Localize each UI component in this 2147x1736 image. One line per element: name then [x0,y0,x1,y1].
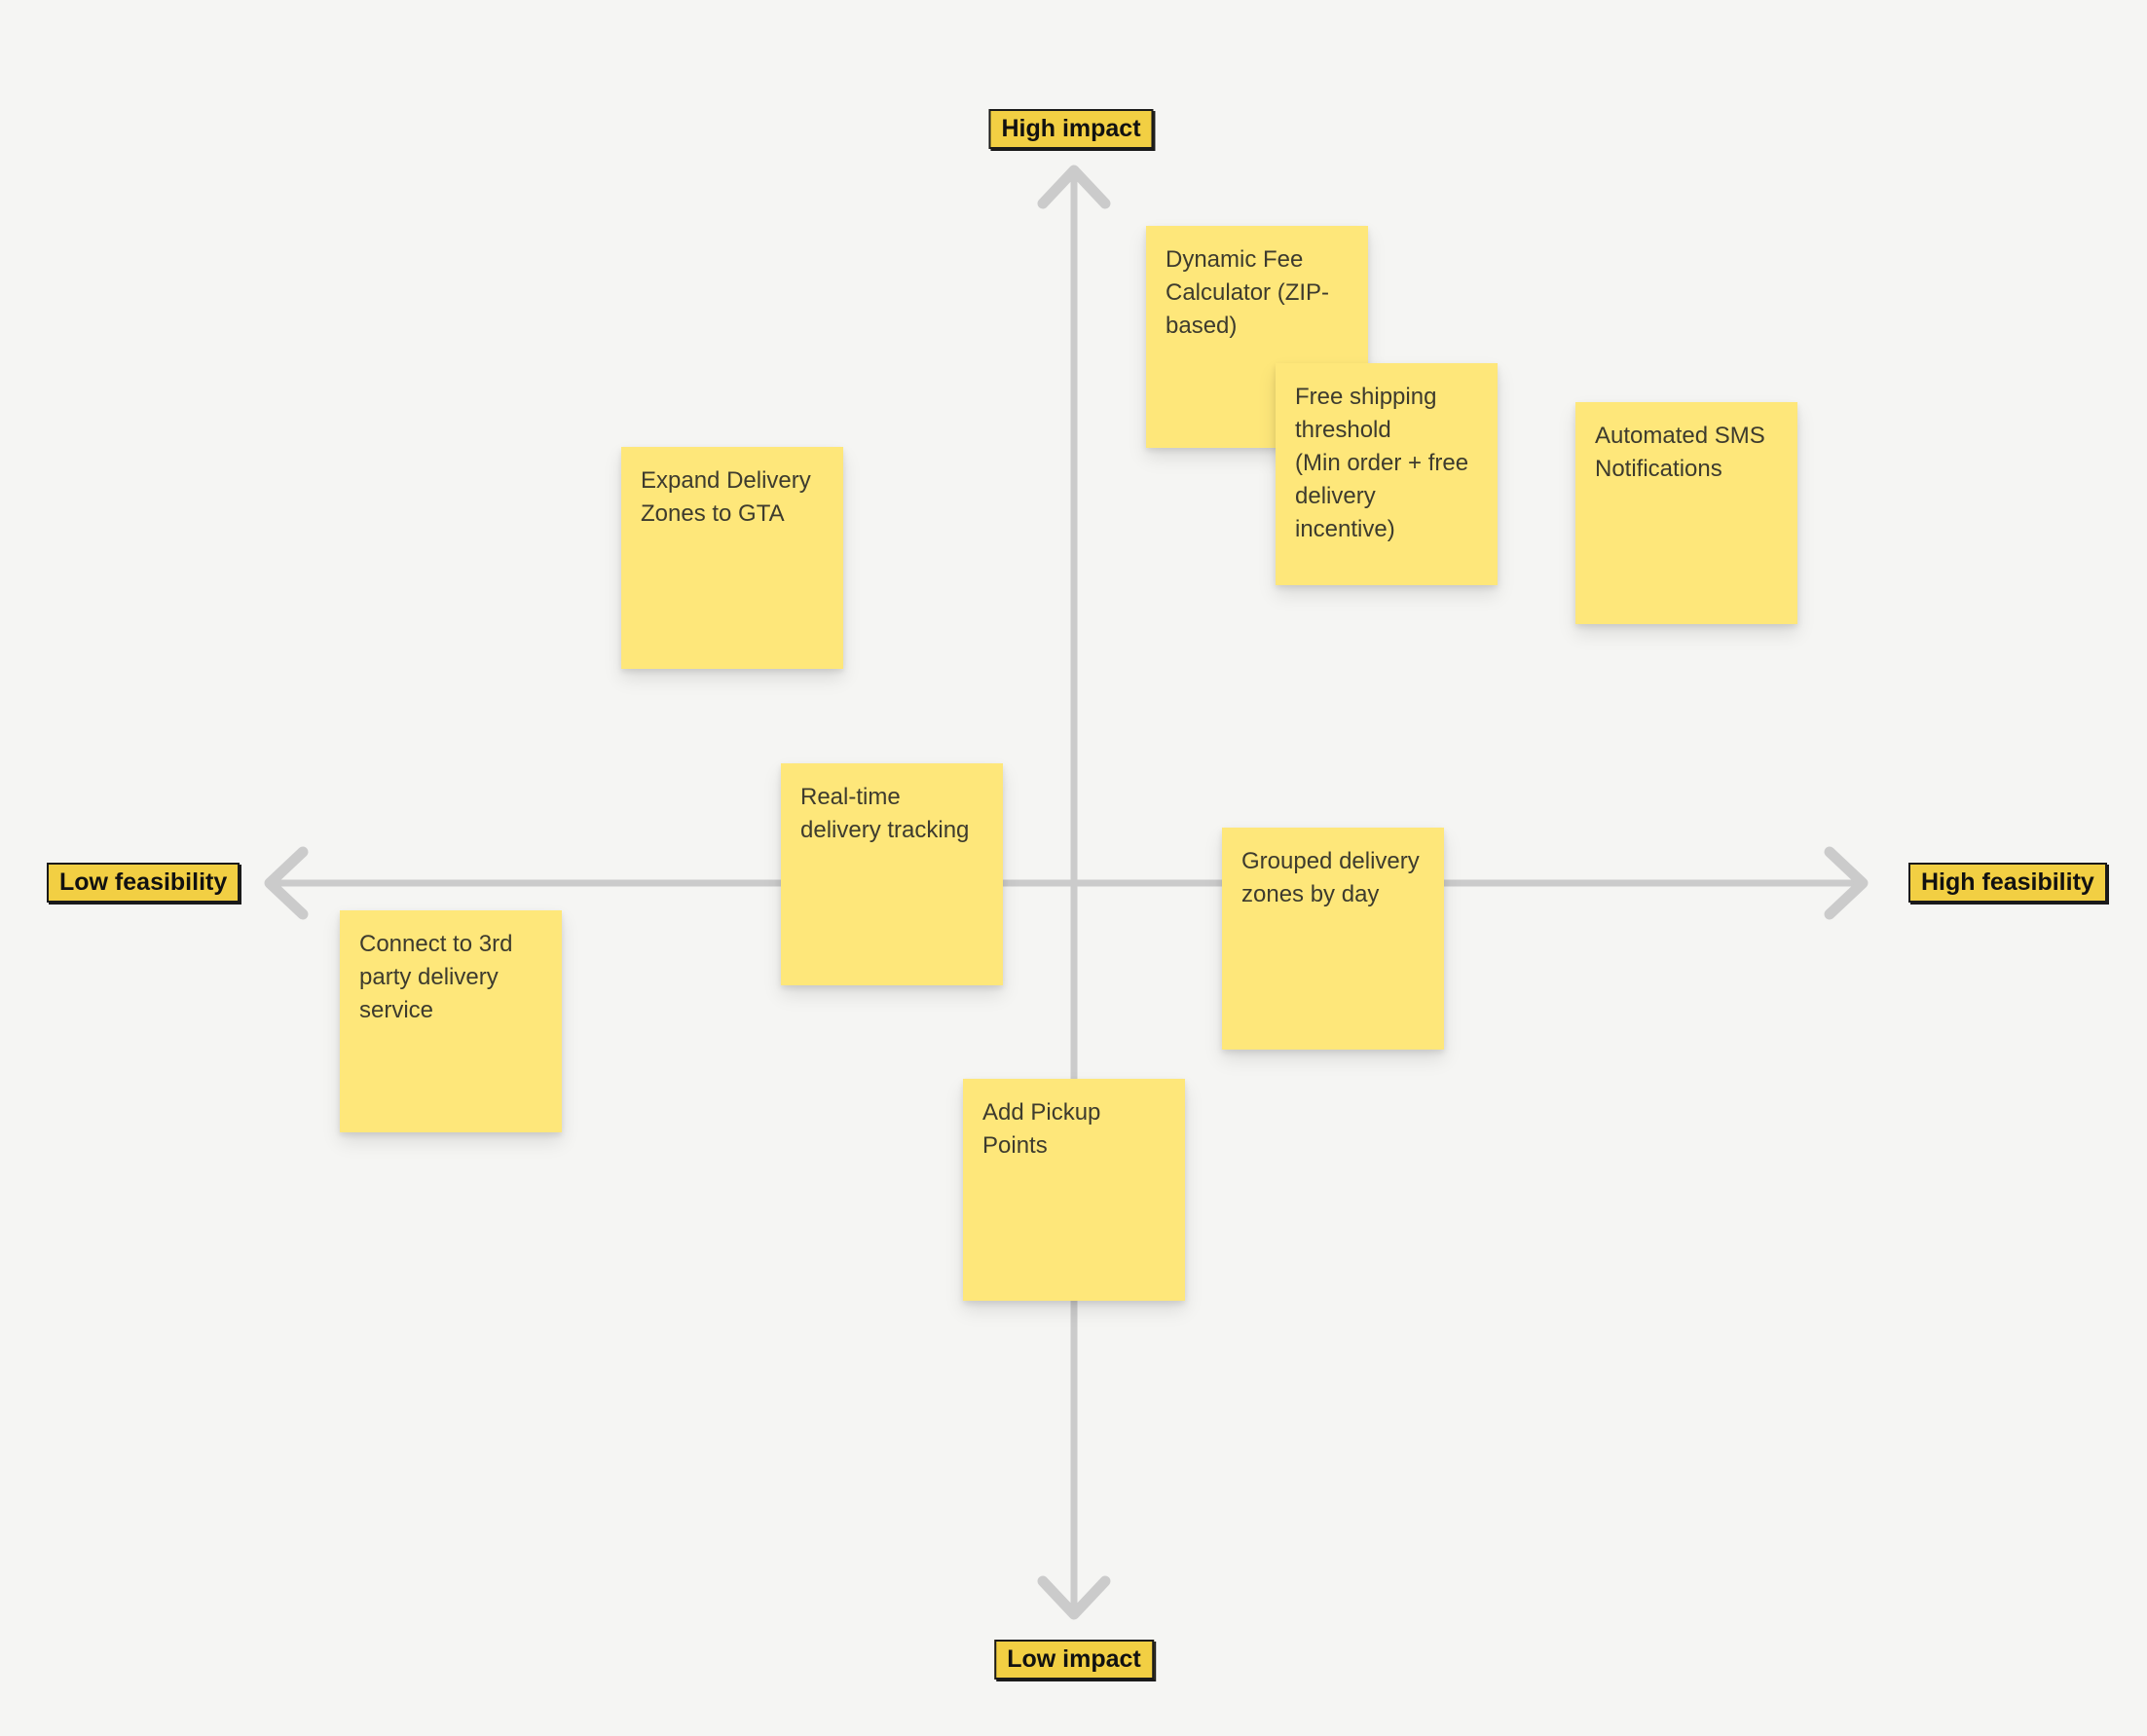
sticky-note-grouped-delivery-zones[interactable]: Grouped delivery zones by day [1222,828,1444,1050]
axis-label-low-feasibility[interactable]: Low feasibility [47,863,241,903]
note-text: Free shipping threshold (Min order + fre… [1295,384,1469,542]
axis-arrow-up-icon[interactable] [1037,165,1111,209]
sticky-note-free-shipping-threshold[interactable]: Free shipping threshold (Min order + fre… [1276,363,1498,585]
sticky-note-real-time-delivery-tracking[interactable]: Real-time delivery tracking [781,763,1003,985]
sticky-note-expand-delivery-zones[interactable]: Expand Delivery Zones to GTA [621,447,843,669]
sticky-note-automated-sms-notifications[interactable]: Automated SMS Notifications [1575,402,1797,624]
sticky-note-connect-3rd-party-delivery[interactable]: Connect to 3rd party delivery service [340,910,562,1132]
note-text: Grouped delivery zones by day [1241,848,1426,907]
note-text: Real-time delivery tracking [800,784,970,843]
axis-arrow-right-icon[interactable] [1824,846,1869,920]
axis-label-high-impact[interactable]: High impact [988,109,1154,149]
sticky-note-add-pickup-points[interactable]: Add Pickup Points [963,1079,1185,1301]
note-text: Automated SMS Notifications [1595,423,1772,482]
note-text: Dynamic Fee Calculator (ZIP-based) [1166,246,1330,339]
axis-arrow-left-icon[interactable] [264,846,309,920]
note-text: Expand Delivery Zones to GTA [641,467,818,527]
axis-label-low-impact[interactable]: Low impact [994,1640,1154,1680]
axis-arrow-down-icon[interactable] [1037,1575,1111,1620]
axis-label-high-feasibility[interactable]: High feasibility [1908,863,2107,903]
note-text: Connect to 3rd party delivery service [359,931,520,1023]
note-text: Add Pickup Points [982,1099,1108,1159]
